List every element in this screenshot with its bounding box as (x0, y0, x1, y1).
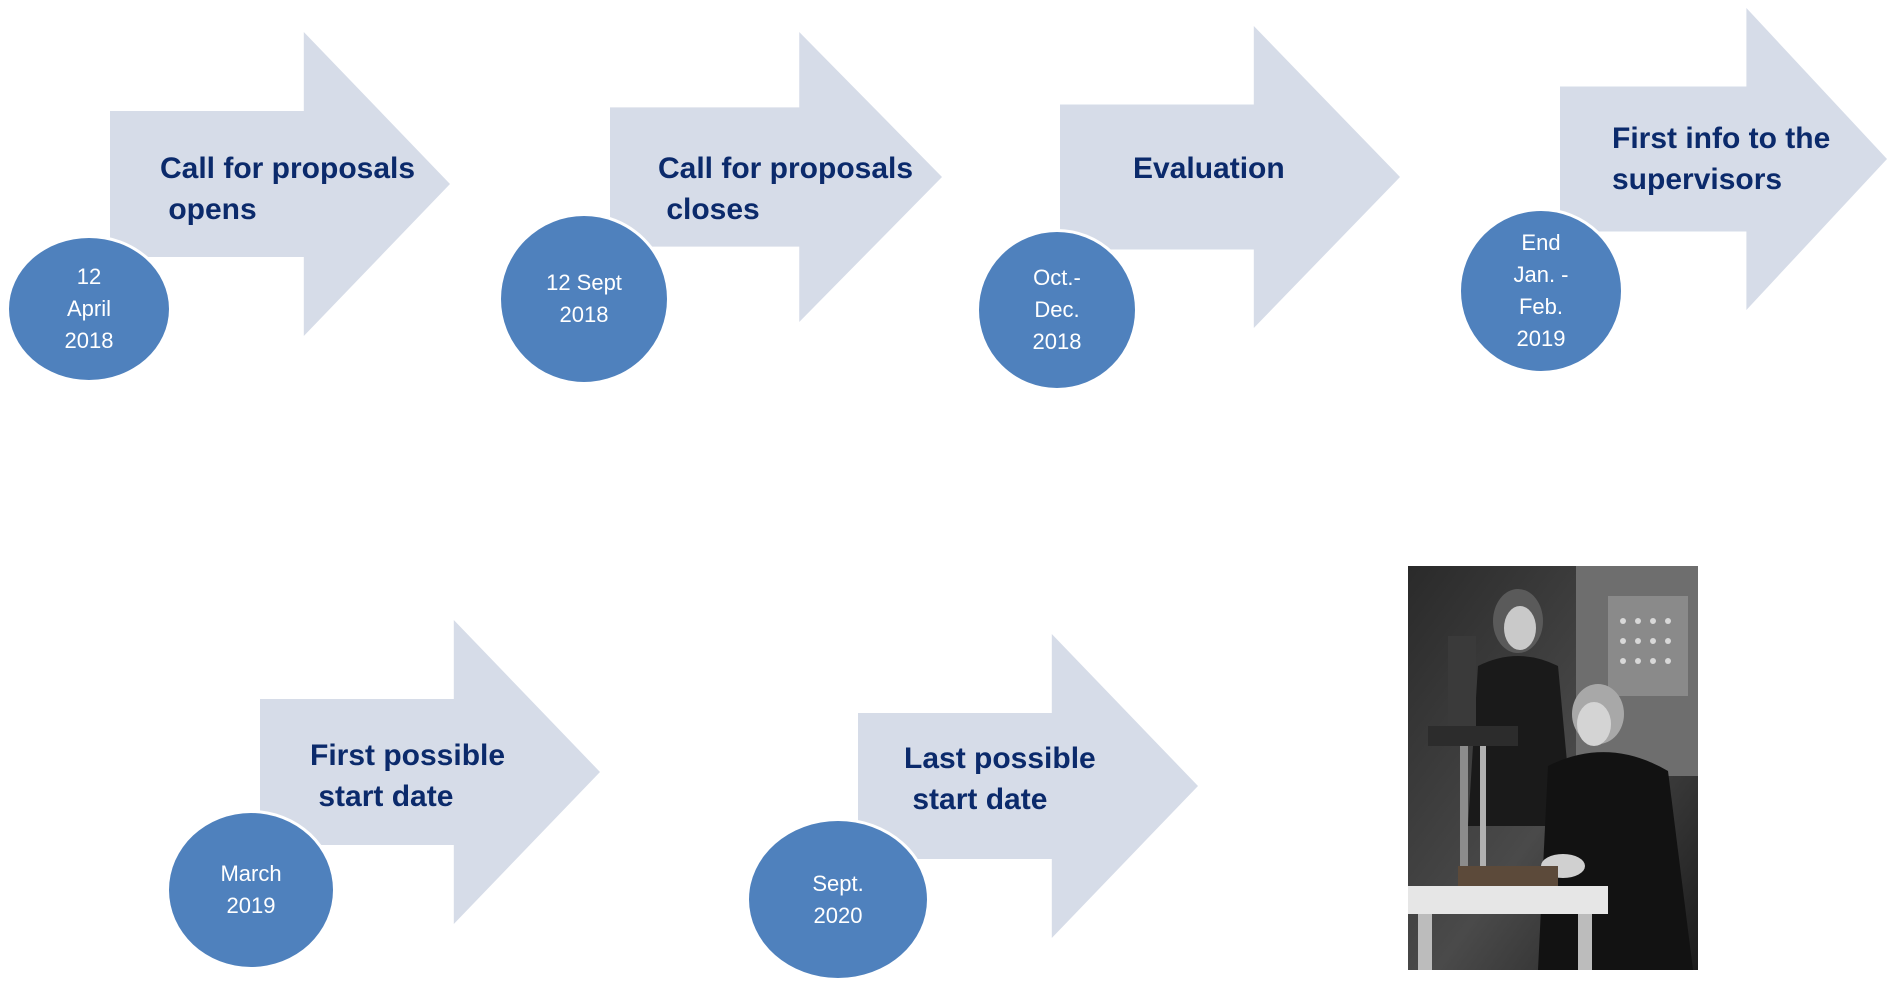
step-label-5: First possible start date (310, 739, 506, 813)
step-label-2: Call for proposals closes (658, 152, 914, 226)
date-text-6: Sept. 2020 (812, 870, 864, 928)
date-text-4: End Jan. - Feb. 2019 (1513, 230, 1569, 351)
step-label-6: Last possible start date (904, 742, 1096, 816)
historical-lab-photo (1408, 566, 1698, 970)
step-label-1: Call for proposals opens (160, 152, 416, 226)
date-circle-3: Oct.- Dec. 2018 (976, 229, 1138, 391)
date-text-1: 12 April 2018 (64, 264, 114, 353)
date-circle-1: 12 April 2018 (6, 235, 172, 383)
date-text-3: Oct.- Dec. 2018 (1032, 265, 1082, 354)
date-circle-2: 12 Sept 2018 (498, 213, 670, 385)
date-text-2: 12 Sept 2018 (546, 270, 622, 327)
historical-lab-photo-icon (1408, 566, 1698, 970)
date-text-5: March 2019 (220, 861, 282, 918)
date-circle-6: Sept. 2020 (746, 818, 930, 981)
date-circle-4: End Jan. - Feb. 2019 (1458, 208, 1624, 374)
step-label-3: Evaluation (1133, 152, 1285, 185)
date-circle-5: March 2019 (166, 810, 336, 970)
step-label-4: First info to the supervisors (1612, 122, 1831, 196)
